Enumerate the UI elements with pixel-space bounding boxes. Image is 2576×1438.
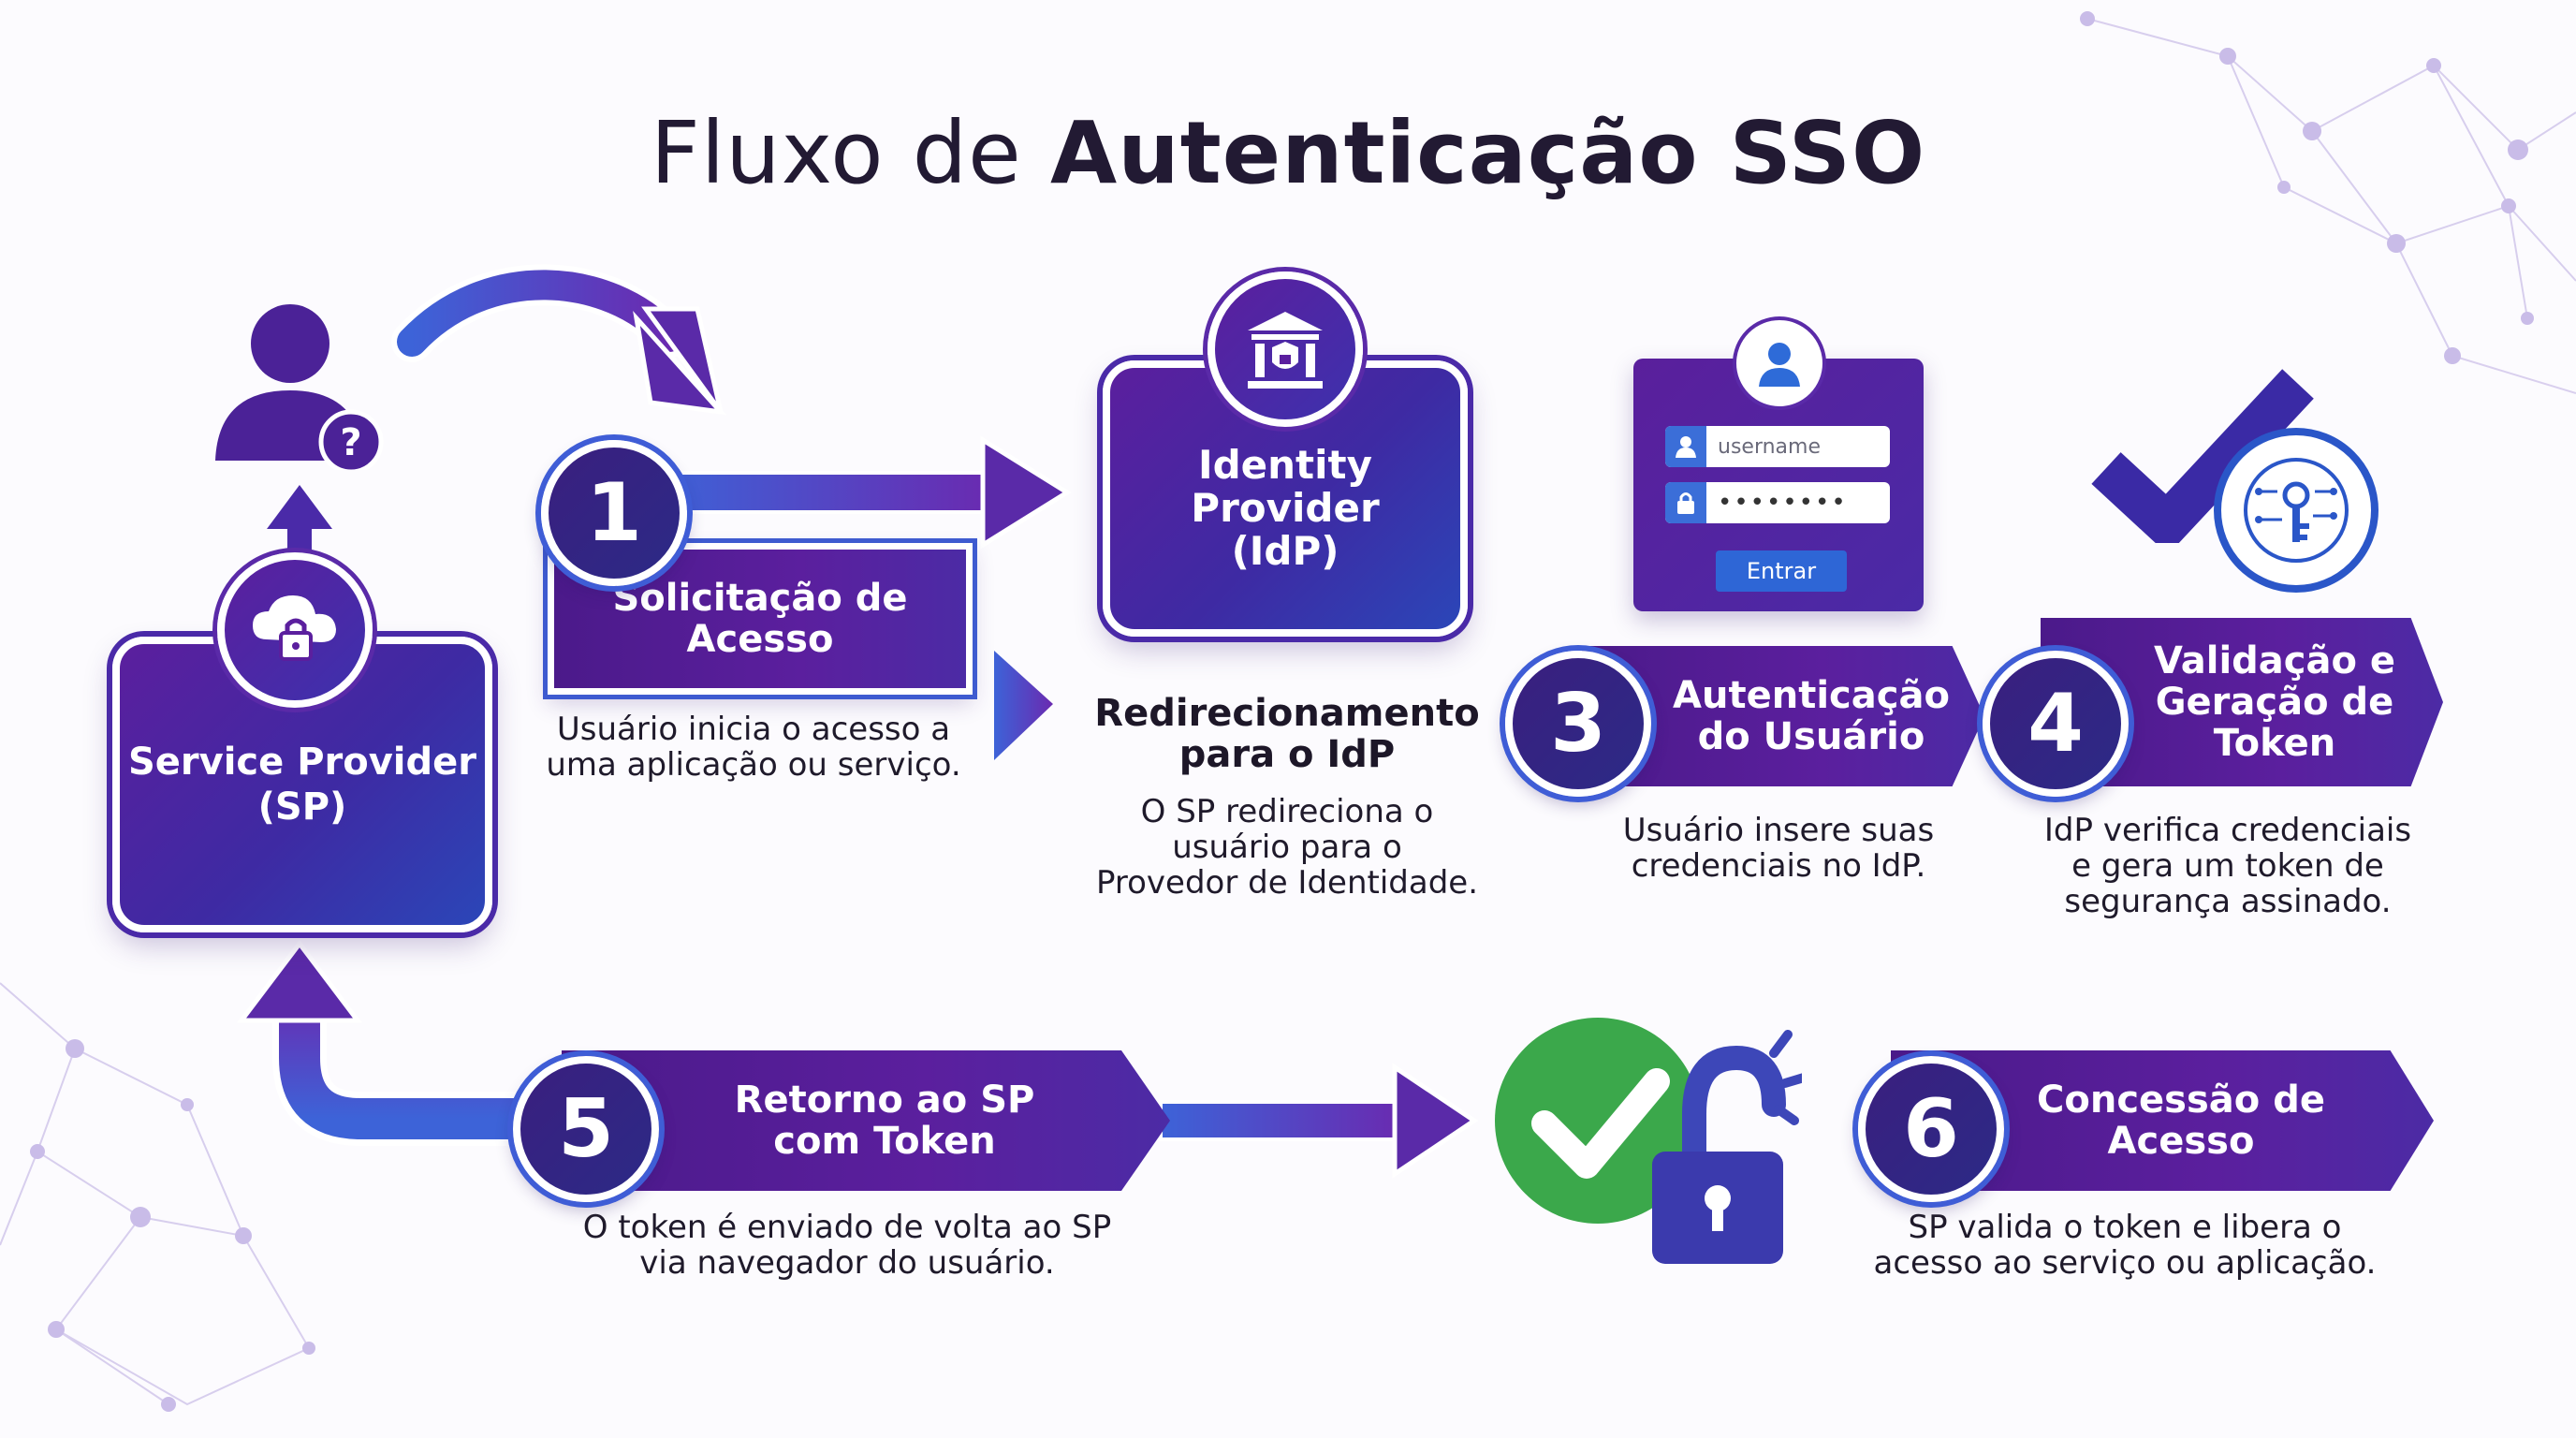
step3-number: 3 bbox=[1505, 651, 1651, 797]
user-field-icon bbox=[1665, 426, 1706, 467]
step5-label: Retorno ao SP bbox=[734, 1078, 1035, 1122]
step1-description: Usuário inicia o acesso a uma aplicação … bbox=[546, 711, 961, 784]
step4-number: 4 bbox=[1983, 651, 2129, 797]
cloud-lock-icon bbox=[217, 552, 373, 708]
unlocked-padlock-icon bbox=[1652, 1030, 1802, 1264]
step4-tag: Validação e Geração de Token bbox=[2041, 618, 2443, 786]
step5-tag: Retorno ao SP com Token bbox=[562, 1050, 1170, 1191]
step5-number: 5 bbox=[513, 1056, 659, 1202]
step4-label-line3: Token bbox=[2213, 722, 2336, 765]
page-title: Fluxo de Autenticação SSO bbox=[650, 103, 1926, 203]
redirect-pointer bbox=[994, 651, 1053, 760]
step5-description: O token é enviado de volta ao SP via nav… bbox=[582, 1209, 1112, 1282]
arrow-up-sp bbox=[267, 485, 332, 562]
username-field[interactable]: username bbox=[1665, 426, 1890, 467]
password-mask: •••••••• bbox=[1718, 489, 1848, 517]
login-form-card: username •••••••• Entrar bbox=[1633, 359, 1924, 611]
step3-label: Autenticação bbox=[1673, 674, 1950, 717]
identity-provider-box: Identity Provider (IdP) bbox=[1103, 360, 1468, 637]
step5-label-line2: com Token bbox=[773, 1120, 996, 1163]
return-arrow bbox=[236, 939, 524, 1146]
bank-lock-icon bbox=[1208, 271, 1363, 427]
step4-label: Validação e bbox=[2153, 639, 2396, 682]
key-chip-icon bbox=[2214, 428, 2378, 593]
step3-tag: Autenticação do Usuário bbox=[1582, 646, 1984, 786]
step3-label-line2: do Usuário bbox=[1697, 715, 1925, 758]
checkmark-icon bbox=[2091, 369, 2314, 543]
step2-description: O SP redireciona o usuário para o Proved… bbox=[1095, 793, 1479, 902]
lock-icon bbox=[1665, 482, 1706, 523]
green-check-icon bbox=[1495, 1018, 1701, 1224]
sp-sublabel: (SP) bbox=[257, 785, 347, 829]
idp-label: Identity Provider bbox=[1191, 441, 1380, 531]
idp-sublabel: (IdP) bbox=[1231, 527, 1339, 574]
step1-label: Solicitação de bbox=[612, 577, 908, 620]
user-question-icon: ? bbox=[215, 304, 384, 470]
step3-description: Usuário insere suas credenciais no IdP. bbox=[1622, 812, 1935, 885]
login-submit-button[interactable]: Entrar bbox=[1716, 550, 1847, 592]
step1-number: 1 bbox=[541, 440, 687, 586]
sp-label: Service Provider bbox=[127, 741, 476, 784]
arrow-to-idp bbox=[653, 435, 1072, 550]
password-field[interactable]: •••••••• bbox=[1665, 482, 1890, 523]
curved-arrow-top bbox=[391, 264, 727, 416]
step6-description: SP valida o token e libera o acesso ao s… bbox=[1873, 1209, 2377, 1282]
step4-description: IdP verifica credenciais e gera um token… bbox=[2043, 812, 2412, 920]
user-avatar-icon bbox=[1736, 320, 1822, 406]
step4-label-line2: Geração de bbox=[2155, 681, 2394, 724]
access-granted-icon bbox=[1495, 1018, 1802, 1264]
username-placeholder: username bbox=[1718, 434, 1821, 459]
arrow-to-access bbox=[1159, 1063, 1479, 1179]
step6-number: 6 bbox=[1858, 1056, 2004, 1202]
step2-heading: Redirecionamento para o IdP bbox=[1094, 692, 1480, 776]
svg-text:?: ? bbox=[340, 421, 361, 464]
step6-label: Concessão de bbox=[2037, 1078, 2325, 1122]
step6-label-line2: Acesso bbox=[2107, 1120, 2255, 1163]
step1-label-line2: Acesso bbox=[686, 618, 834, 661]
